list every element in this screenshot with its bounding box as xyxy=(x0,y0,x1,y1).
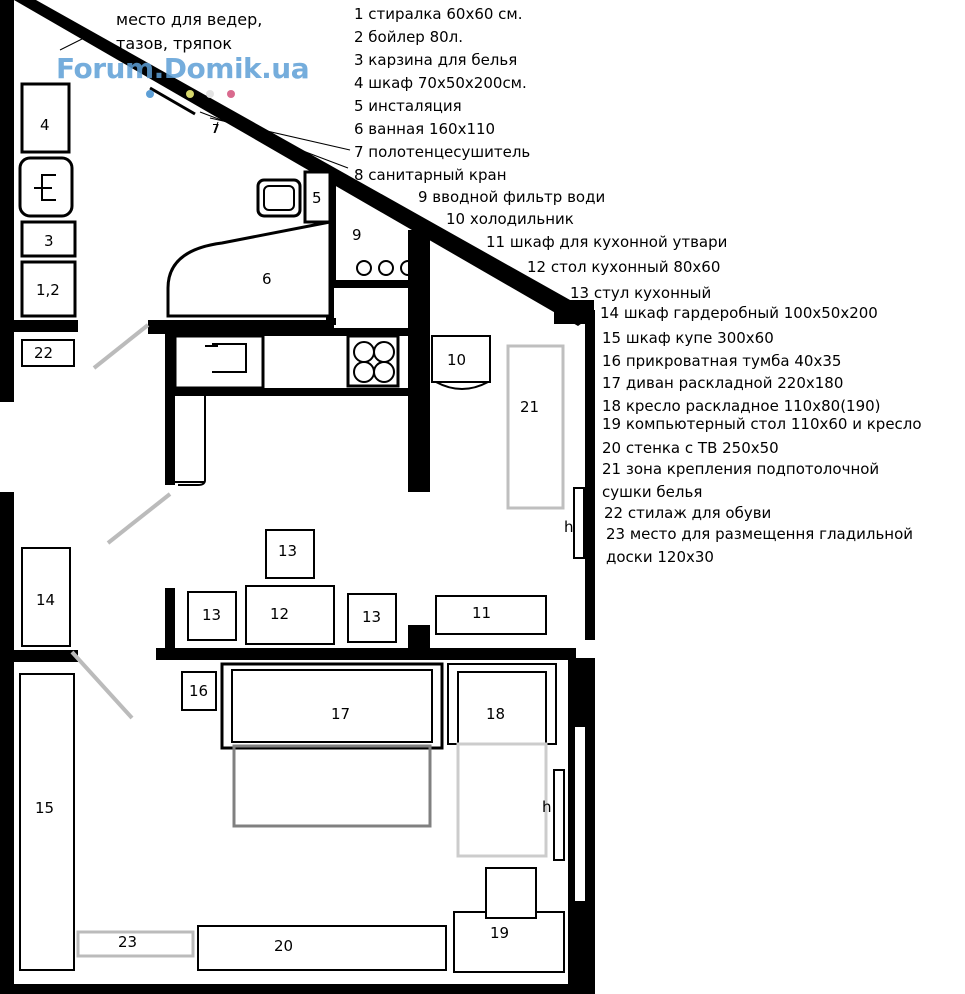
desk-19 xyxy=(453,911,565,973)
legend-item: 2 бойлер 80л. xyxy=(354,28,464,46)
label-9: 9 xyxy=(352,226,362,244)
tv-wall-20 xyxy=(197,925,447,971)
legend-item: 6 ванная 160x110 xyxy=(354,120,496,138)
label-13-left: 13 xyxy=(202,606,221,624)
label-15: 15 xyxy=(35,799,54,817)
fridge-10 xyxy=(431,335,491,383)
label-13-right: 13 xyxy=(362,608,381,626)
label-h-lower: h xyxy=(542,798,552,816)
watermark: Forum.Domik.ua xyxy=(56,52,310,85)
legend-item: 10 холодильник xyxy=(446,210,574,228)
label-1-2: 1,2 xyxy=(36,281,60,299)
legend-item: 11 шкаф для кухонной утвари xyxy=(486,233,728,251)
chair-13-top xyxy=(265,529,315,579)
label-18: 18 xyxy=(486,705,505,723)
label-5: 5 xyxy=(312,189,322,207)
nightstand-16 xyxy=(181,671,217,711)
legend-item: доски 120x30 xyxy=(606,548,714,566)
label-10: 10 xyxy=(447,351,466,369)
window-strip xyxy=(573,725,587,903)
label-6: 6 xyxy=(262,270,272,288)
label-11: 11 xyxy=(472,604,491,622)
legend-item: 3 карзина для белья xyxy=(354,51,518,69)
wardrobe-4 xyxy=(20,82,71,154)
legend-item: 9 вводной фильтр води xyxy=(418,188,606,206)
legend-item: 19 компьютерный стол 110x60 и кресло xyxy=(602,415,922,433)
grey-outlines xyxy=(76,344,565,958)
heater-2 xyxy=(553,769,565,861)
leader-lines xyxy=(59,35,351,169)
bathtub-6 xyxy=(166,220,332,318)
walls xyxy=(0,0,595,994)
shoe-rack-22 xyxy=(21,339,75,367)
label-13-top: 13 xyxy=(278,542,297,560)
legend-item: 17 диван раскладной 220x180 xyxy=(602,374,844,392)
storage-note-line1: место для ведер, xyxy=(116,10,263,29)
chair-13-right xyxy=(347,593,397,643)
sink-bottom xyxy=(334,288,408,318)
legend-item: 18 кресло раскладное 110x80(190) xyxy=(602,397,881,415)
legend-item: 16 прикроватная тумба 40x35 xyxy=(602,352,842,370)
legend-item: 7 полотенцесушитель xyxy=(354,143,531,161)
label-21: 21 xyxy=(520,398,539,416)
cabinet-11 xyxy=(435,595,547,635)
label-23: 23 xyxy=(118,933,137,951)
legend-item: 20 стенка с ТВ 250x50 xyxy=(602,439,779,457)
furniture xyxy=(18,82,587,973)
door-swings xyxy=(70,323,172,720)
basket-3 xyxy=(20,220,77,258)
room-labels: 4 3 1,2 22 5 6 9 10 21 13 13 12 13 11 14… xyxy=(34,116,574,955)
label-14: 14 xyxy=(36,591,55,609)
label-20: 20 xyxy=(274,937,293,955)
watermark-dots xyxy=(146,90,235,98)
label-h-upper: h xyxy=(564,518,574,536)
legend-item: 15 шкаф купе 300x60 xyxy=(602,329,774,347)
label-7: 7 xyxy=(212,122,220,136)
label-22: 22 xyxy=(34,344,53,362)
sofa-17 xyxy=(220,662,444,750)
label-4: 4 xyxy=(40,116,50,134)
label-12: 12 xyxy=(270,605,289,623)
chair-18 xyxy=(447,663,557,745)
label-17: 17 xyxy=(331,705,350,723)
heater-1 xyxy=(573,487,585,559)
sink xyxy=(256,178,302,218)
legend-item: сушки белья xyxy=(602,483,703,501)
legend-item: 21 зона крепления подпотолочной xyxy=(602,460,880,478)
legend-item: 14 шкаф гардеробный 100x50x200 xyxy=(600,304,878,322)
diagonal-wall xyxy=(14,0,595,326)
wardrobe-15 xyxy=(19,673,75,971)
legend-item: 12 стол кухонный 80x60 xyxy=(527,258,721,276)
label-19: 19 xyxy=(490,924,509,942)
storage-note-line2: тазов, тряпок xyxy=(116,34,233,53)
installation-5 xyxy=(303,170,332,224)
chair-13-left xyxy=(187,591,237,641)
legend-item: 23 место для размещення гладильной xyxy=(606,525,914,543)
desk-chair xyxy=(485,867,537,919)
towel-dryer xyxy=(149,86,196,116)
legend-item: 4 шкаф 70x50x200см. xyxy=(354,74,527,92)
label-3: 3 xyxy=(44,232,54,250)
legend-item: 1 стиралка 60x60 см. xyxy=(354,5,523,23)
legend-item: 5 инсталяция xyxy=(354,97,462,115)
legend-item: 8 санитарный кран xyxy=(354,166,507,184)
washer-boiler xyxy=(20,260,77,318)
storage-note: место для ведер, тазов, тряпок xyxy=(116,8,262,56)
label-16: 16 xyxy=(189,682,208,700)
wardrobe-14 xyxy=(21,547,71,647)
legend-item: 22 стилаж для обуви xyxy=(604,504,772,522)
table-12 xyxy=(245,585,335,645)
legend-item: 13 стул кухонный xyxy=(570,284,712,302)
